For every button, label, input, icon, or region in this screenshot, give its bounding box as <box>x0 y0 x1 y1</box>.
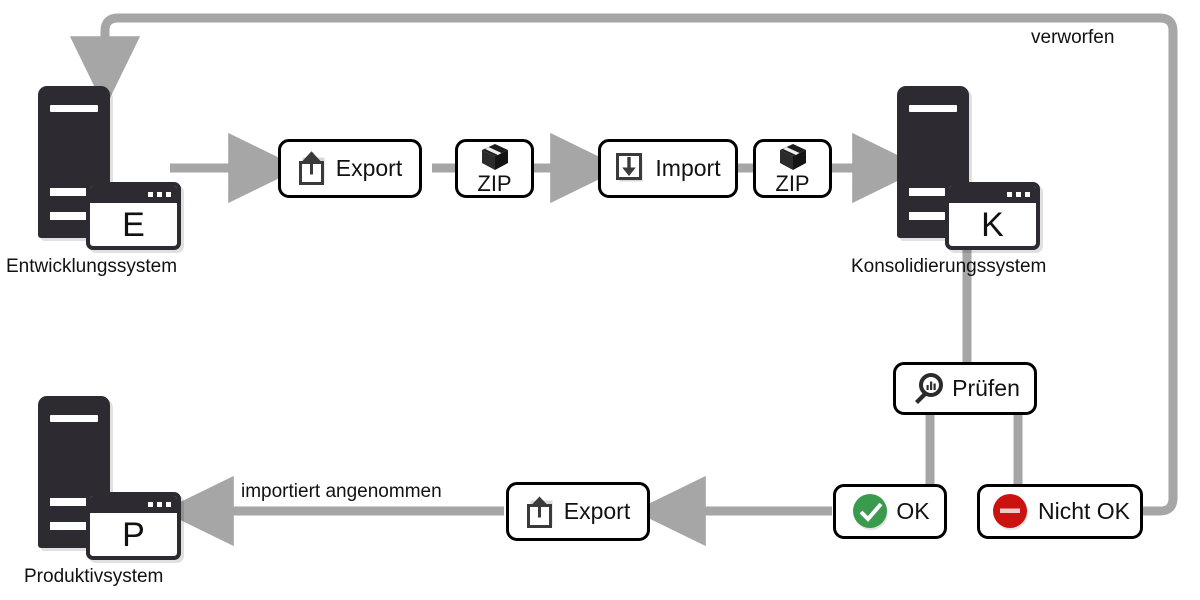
computer-konsolidierungssystem[interactable]: K <box>897 86 1047 250</box>
magnifier-chart-icon <box>910 372 944 406</box>
window-titlebar <box>90 496 177 513</box>
window-dot-2 <box>157 502 162 507</box>
window-dot-3 <box>166 192 171 197</box>
tower-bay-1 <box>50 498 112 506</box>
tower-bay-2 <box>50 522 112 530</box>
node-label: ZIP <box>477 171 512 196</box>
node-pruefen[interactable]: Prüfen <box>893 362 1037 415</box>
node-label: OK <box>896 498 930 524</box>
window-letter: E <box>122 205 145 244</box>
tower-bay-2 <box>50 212 112 220</box>
node-ok[interactable]: OK <box>833 484 947 539</box>
tower-bay-2 <box>909 212 971 220</box>
edge-label-verworfen: verworfen <box>1031 27 1115 48</box>
node-export-top[interactable]: Export <box>278 139 422 198</box>
window-dot-2 <box>157 192 162 197</box>
download-icon <box>615 151 647 187</box>
node-label: Import <box>655 155 721 181</box>
edge-label-importiert-angenommen: importiert angenommen <box>241 481 442 502</box>
upload-icon <box>298 150 328 187</box>
window-titlebar <box>949 186 1036 203</box>
tower-bay-1 <box>909 188 971 196</box>
label-produktivsystem: Produktivsystem <box>24 566 164 587</box>
upload-icon <box>526 494 556 530</box>
edge-nichtok-verworfen-to-dev <box>69 13 1178 516</box>
tower-vent-top <box>50 105 98 112</box>
window-dot-1 <box>148 502 153 507</box>
node-import[interactable]: Import <box>598 139 738 198</box>
window-letter: P <box>122 515 145 554</box>
package-icon <box>479 142 511 172</box>
tower-bay-1 <box>50 188 112 196</box>
tower-vent-top <box>50 415 98 422</box>
computer-entwicklungssystem[interactable]: E <box>38 86 188 250</box>
computer-produktivsystem[interactable]: P <box>38 396 188 560</box>
window-konsolidierungssystem[interactable]: K <box>945 182 1040 250</box>
label-entwicklungssystem: Entwicklungssystem <box>6 256 178 277</box>
window-dot-2 <box>1016 192 1021 197</box>
tower-vent-top <box>909 105 957 112</box>
label-konsolidierungssystem: Konsolidierungssystem <box>851 256 1047 277</box>
window-titlebar <box>90 186 177 203</box>
window-dot-1 <box>148 192 153 197</box>
node-label: Nicht OK <box>1037 498 1131 524</box>
node-label: Export <box>335 155 403 181</box>
window-dot-1 <box>1007 192 1012 197</box>
node-zip-1[interactable]: ZIP <box>455 139 534 198</box>
node-zip-2[interactable]: ZIP <box>753 139 832 198</box>
minus-circle-icon <box>990 491 1032 533</box>
node-label: ZIP <box>775 171 810 196</box>
node-nicht-ok[interactable]: Nicht OK <box>977 484 1143 539</box>
node-label: Export <box>563 498 631 524</box>
node-label: Prüfen <box>952 375 1020 401</box>
window-produktivsystem[interactable]: P <box>86 492 181 560</box>
window-dot-3 <box>166 502 171 507</box>
check-circle-icon <box>850 491 892 533</box>
window-entwicklungssystem[interactable]: E <box>86 182 181 250</box>
window-letter: K <box>981 205 1004 244</box>
node-export-bottom[interactable]: Export <box>506 482 650 541</box>
window-dot-3 <box>1025 192 1030 197</box>
package-icon <box>777 142 809 172</box>
